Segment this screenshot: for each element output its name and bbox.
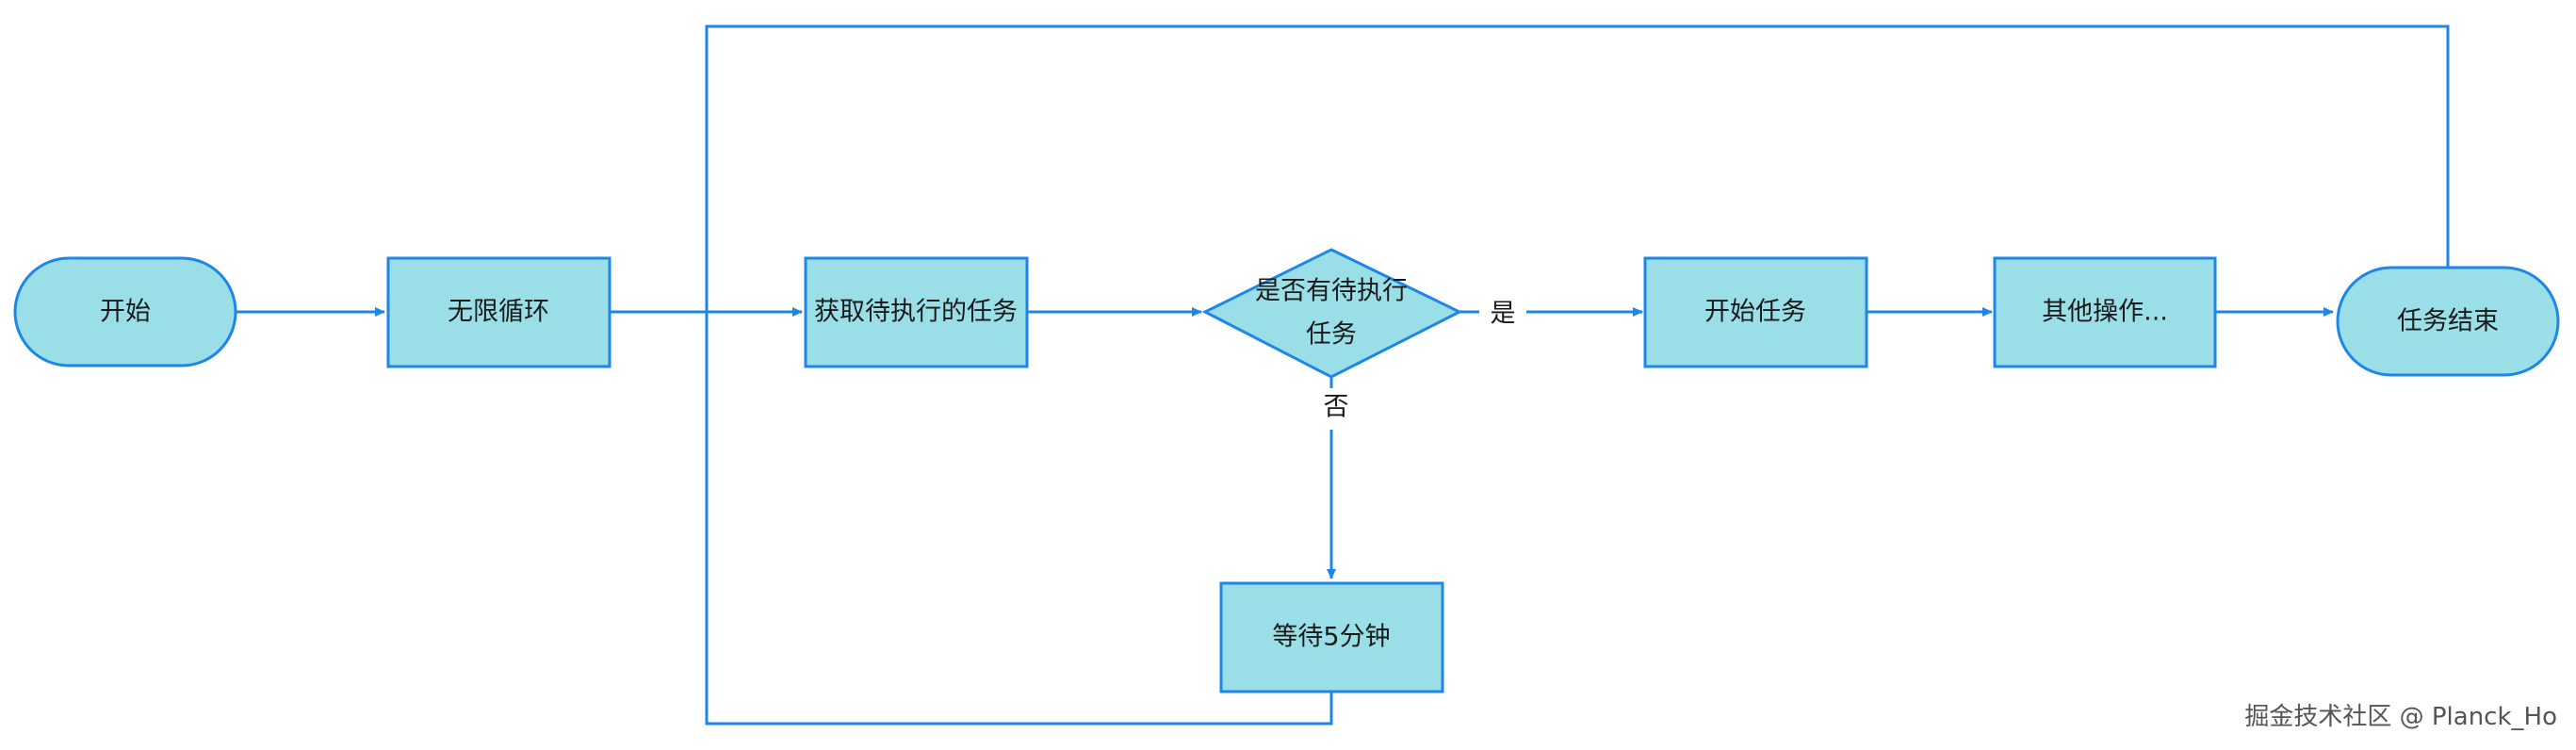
end-node-label: 任务结束: [2397, 307, 2499, 336]
other-ops-node: [1993, 256, 2217, 368]
decision-node-label-line2: 任务: [1306, 320, 1357, 350]
fetch-task-node-label: 获取待执行的任务: [814, 298, 1018, 327]
end-node: [2336, 266, 2560, 377]
other-ops-node-label: 其他操作...: [2042, 298, 2168, 327]
start-task-node: [1643, 256, 1868, 368]
start-node-label: 开始: [100, 298, 151, 327]
no-label: 否: [1324, 393, 1349, 422]
start-task-node-label: 开始任务: [1704, 298, 1806, 327]
wait-node-label: 等待5分钟: [1272, 623, 1390, 652]
decision-node: [1201, 248, 1463, 379]
wait-node: [1219, 581, 1444, 693]
watermark-text: 掘金技术社区 @ Planck_Ho: [2244, 703, 2557, 731]
decision-node-label-line1: 是否有待执行: [1255, 277, 1408, 306]
yes-label: 是: [1491, 300, 1516, 329]
fetch-task-node: [804, 256, 1029, 368]
loop-node-label: 无限循环: [448, 298, 549, 327]
start-node: [13, 256, 237, 367]
loop-node: [386, 256, 611, 368]
loop-back-connector: [705, 24, 2450, 726]
